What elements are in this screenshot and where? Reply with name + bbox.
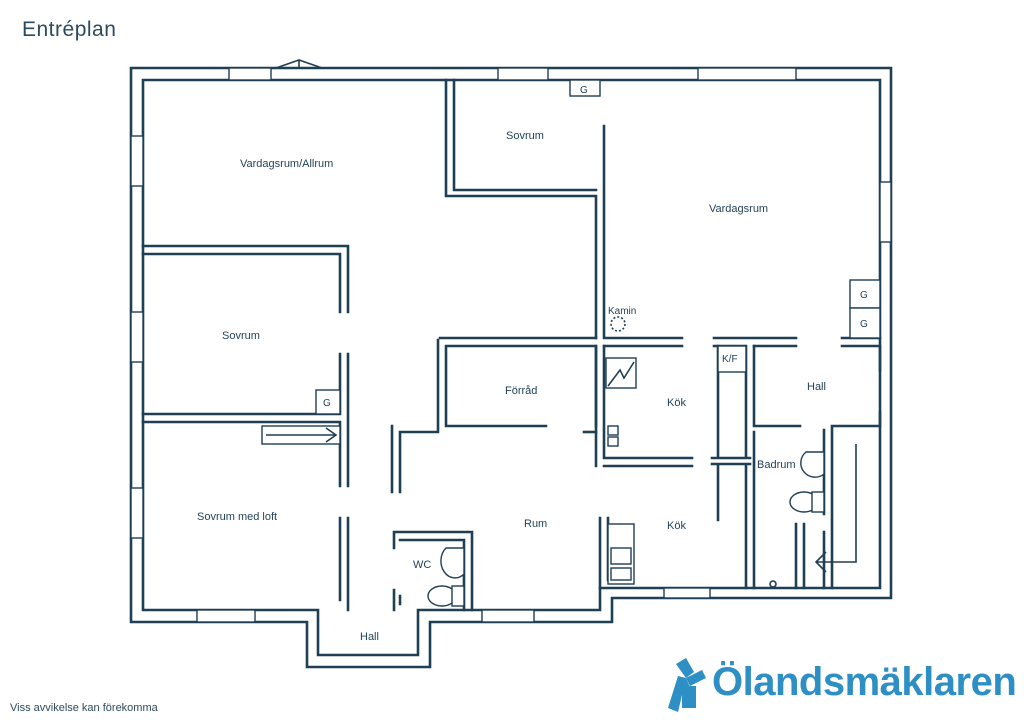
- label-sovrum-top: Sovrum: [506, 130, 544, 142]
- label-vardagsrum-allrum: Vardagsrum/Allrum: [240, 158, 333, 170]
- label-sovrum-left: Sovrum: [222, 330, 260, 342]
- g-label-right-2: G: [860, 319, 868, 330]
- wc-sink-icon: [440, 547, 465, 579]
- label-vardagsrum: Vardagsrum: [709, 203, 768, 215]
- kamin-icon: [610, 316, 626, 332]
- g-box-right-2: [849, 307, 881, 339]
- fixtures: G G G G Kamin K/F: [261, 79, 881, 607]
- label-badrum: Badrum: [757, 459, 796, 471]
- brand-name: Ölandsmäklaren: [712, 660, 1017, 704]
- kf-label: K/F: [722, 354, 738, 365]
- label-hall-bottom: Hall: [360, 631, 379, 643]
- g-box-left: [315, 389, 341, 415]
- g-label-left: G: [323, 398, 331, 409]
- windmill-icon: [668, 658, 706, 712]
- stair-arrow-right-icon: [814, 444, 857, 573]
- interior-walls: [141, 78, 882, 612]
- g-label-right-1: G: [860, 290, 868, 301]
- fridge-box: [717, 345, 747, 373]
- page-title: Entréplan: [22, 18, 117, 41]
- label-kok-upper: Kök: [667, 397, 686, 409]
- windows: [130, 59, 892, 623]
- label-sovrum-loft: Sovrum med loft: [197, 511, 277, 523]
- kamin-label: Kamin: [608, 306, 636, 317]
- bath-sink-icon: [800, 451, 825, 478]
- g-label-top: G: [580, 85, 588, 96]
- g-box-top: [569, 79, 601, 97]
- label-forrad: Förråd: [505, 385, 537, 397]
- brand-logo[interactable]: Ölandsmäklaren: [664, 656, 1017, 718]
- disclaimer-text: Viss avvikelse kan förekomma: [10, 702, 158, 714]
- label-wc: WC: [413, 559, 431, 571]
- label-rum: Rum: [524, 518, 547, 530]
- room-labels: Vardagsrum/Allrum Sovrum Vardagsrum Sovr…: [197, 130, 826, 643]
- label-kok-lower: Kök: [667, 520, 686, 532]
- label-hall-right: Hall: [807, 381, 826, 393]
- stair-arrow-left-icon: [266, 427, 338, 443]
